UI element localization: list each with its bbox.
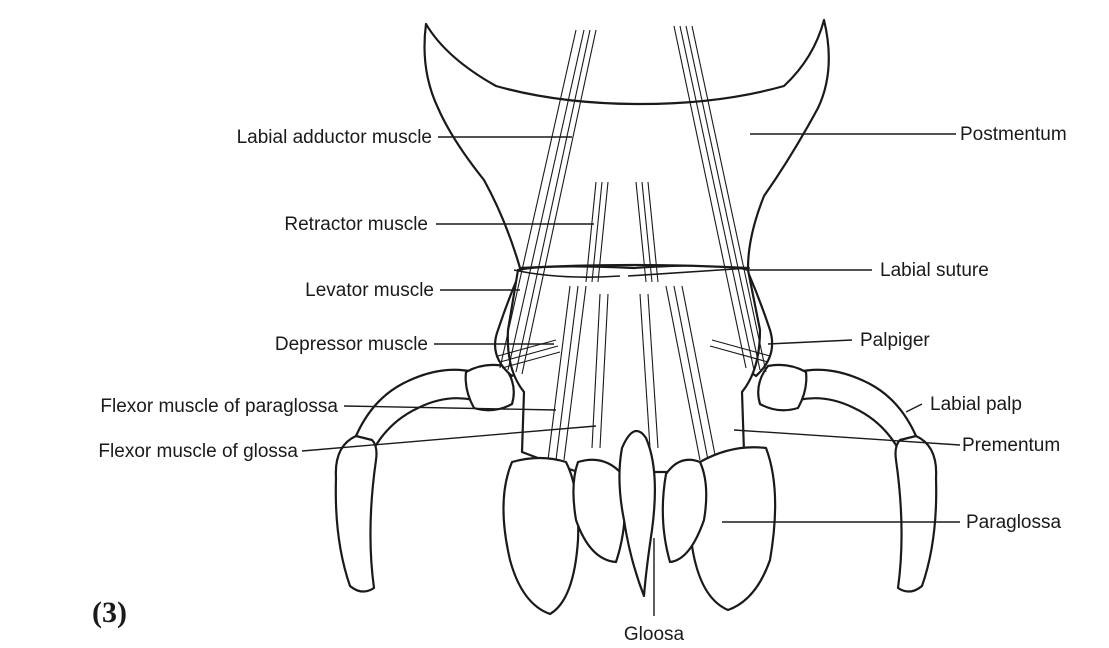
label-paraglossa: Paraglossa (966, 512, 1061, 533)
figure-label: (3) (92, 596, 127, 629)
label-palpiger: Palpiger (860, 330, 930, 351)
label-retractor-muscle: Retractor muscle (284, 214, 428, 235)
right-paraglossa (663, 447, 775, 610)
label-flexor-muscle-of-glossa: Flexor muscle of glossa (98, 441, 298, 462)
left-labial-palp (336, 365, 514, 592)
label-labial-adductor-muscle: Labial adductor muscle (237, 127, 432, 148)
right-labial-palp (758, 365, 936, 592)
label-postmentum: Postmentum (960, 124, 1067, 145)
label-levator-muscle: Levator muscle (305, 280, 434, 301)
glossa (619, 431, 654, 596)
label-labial-suture: Labial suture (880, 260, 989, 281)
left-paraglossa (503, 458, 624, 614)
label-depressor-muscle: Depressor muscle (275, 334, 428, 355)
label-prementum: Prementum (962, 435, 1060, 456)
postmentum (425, 20, 829, 268)
label-gloosa: Gloosa (624, 624, 685, 645)
label-flexor-muscle-of-paraglossa: Flexor muscle of paraglossa (100, 396, 338, 417)
label-labial-palp: Labial palp (930, 394, 1022, 415)
